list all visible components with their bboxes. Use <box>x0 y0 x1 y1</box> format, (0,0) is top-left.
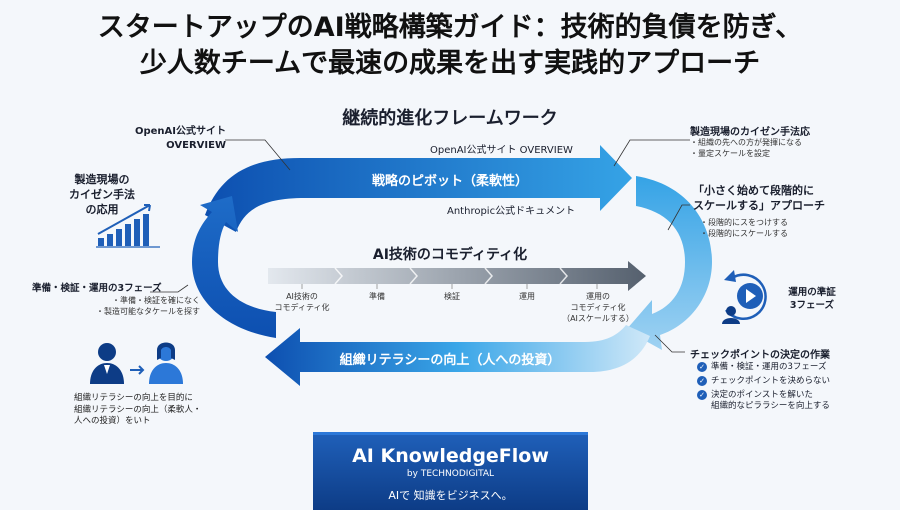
phases-item: ・製造可能なタケールを探す <box>96 307 200 316</box>
kaizen-right-title: 製造現場のカイゼン手法応 <box>690 127 810 138</box>
small-start-item: ・段階的にスをつけする <box>700 218 788 227</box>
checkpoint-item: ✓決定のポインストを解いた 組織的なピララシーを向上する <box>697 390 887 412</box>
openai-overview-label: OpenAI公式サイト OVERVIEW <box>134 126 226 151</box>
right-arrow <box>626 176 712 350</box>
checkpoint-title: チェックポイントの決定の作業 <box>690 350 830 361</box>
bottom-arrow-label: 組織リテラシーの向上（人への投資） <box>339 353 561 368</box>
center-step-1: AI技術の コモディティ化 <box>274 292 330 312</box>
small-start-title: 「小さく始めて段階的に スケールする」アプローチ <box>693 184 825 212</box>
left-arrow <box>192 196 276 338</box>
small-start-item: ・段階的にスケールする <box>700 229 788 238</box>
kaizen-left-label: 製造現場の カイゼン手法 の応用 <box>69 173 135 216</box>
phases-list: ・準備・検証を確になく ・製造可能なタケールを探す <box>70 295 200 317</box>
top-source-openai: OpenAI公式サイト OVERVIEW <box>430 145 573 156</box>
brand-tagline: AIで 知識をビジネスへ。 <box>388 489 513 502</box>
bottom-arrow <box>265 325 650 386</box>
center-step-4: 運用 <box>519 292 535 301</box>
phases-item: ・準備・検証を確になく <box>112 296 200 305</box>
center-timeline <box>268 261 646 291</box>
kaizen-right-item: ・組織の先への方が発揮になる <box>690 138 802 147</box>
top-arrow-label: 戦略のピボット（柔軟性） <box>371 174 528 189</box>
checkpoint-list: ✓準備・検証・運用の3フェーズ ✓チェックポイントを決めらない ✓決定のポインス… <box>697 362 887 415</box>
ops-label: 運用の準証 3フェーズ <box>788 287 836 311</box>
page-title: スタートアップのAI戦略構築ガイド：技術的負債を防ぎ、 少人数チームで最速の成果… <box>0 10 900 82</box>
title-line-2: 少人数チームで最速の成果を出す実践的アプローチ <box>139 48 761 79</box>
kaizen-right-list: ・組織の先への方が発揮になる ・量定スケールを設定 <box>690 137 890 159</box>
title-line-1: スタートアップのAI戦略構築ガイド：技術的負債を防ぎ、 <box>97 12 803 43</box>
ops-cycle-icon <box>722 270 767 324</box>
small-start-list: ・段階的にスをつけする ・段階的にスケールする <box>700 217 880 239</box>
checkpoint-item: ✓チェックポイントを決めらない <box>697 376 887 387</box>
center-step-3: 検証 <box>444 292 460 301</box>
brand-name: AI KnowledgeFlow <box>352 445 549 467</box>
kaizen-right-item: ・量定スケールを設定 <box>690 149 770 158</box>
check-icon: ✓ <box>697 362 707 372</box>
check-icon: ✓ <box>697 376 707 386</box>
brand-box: AI KnowledgeFlow by TECHNODIGITAL AIで 知識… <box>313 432 588 510</box>
framework-title: 継続的進化フレームワーク <box>342 108 558 129</box>
top-source-anthropic: Anthropic公式ドキュメント <box>447 206 576 217</box>
checkpoint-item: ✓準備・検証・運用の3フェーズ <box>697 362 887 373</box>
people-icon <box>90 342 183 384</box>
brand-by: by TECHNODIGITAL <box>406 469 495 479</box>
center-step-5: 運用の コモディティ化 （AIスケールする） <box>562 292 634 323</box>
center-title: AI技術のコモディティ化 <box>372 247 528 263</box>
phases-title: 準備・検証・運用の3フェーズ <box>32 283 162 294</box>
bar-chart-icon <box>96 204 160 248</box>
check-icon: ✓ <box>697 390 707 400</box>
top-arrow <box>205 145 632 232</box>
center-step-2: 準備 <box>369 292 385 301</box>
people-caption: 組織リテラシーの向上を目的に 組織リテラシーの向上（柔軟人・ 人への投資）をいト <box>74 393 202 426</box>
